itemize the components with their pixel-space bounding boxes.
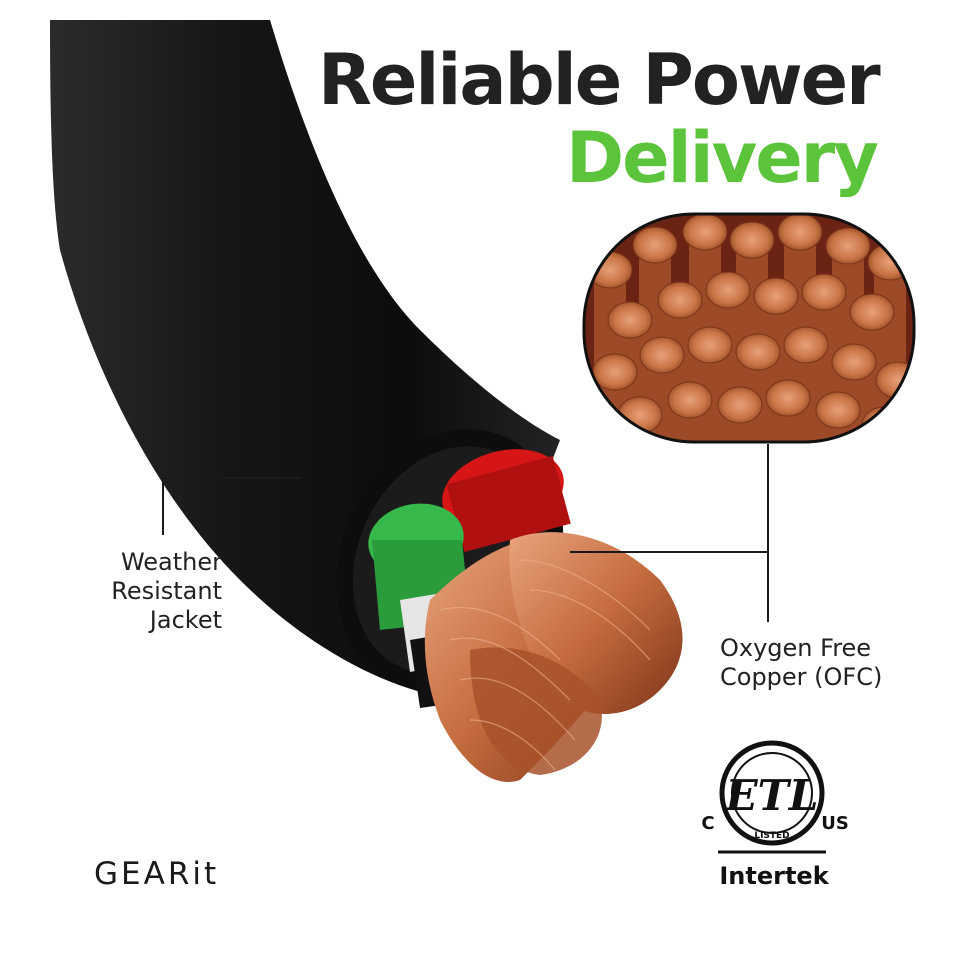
copper-strands	[424, 532, 683, 782]
copper-rod-stem	[868, 425, 900, 442]
etl-listed-text: LISTED	[754, 831, 789, 841]
certification-issuer: Intertek	[719, 862, 829, 890]
copper-rod-end	[632, 226, 678, 264]
callout-lines	[162, 444, 769, 622]
copper-rod-end	[875, 361, 914, 399]
headline-line-2: Delivery	[566, 117, 879, 199]
copper-rod-end	[831, 343, 877, 381]
callout-ofc-line: Copper (OFC)	[720, 663, 883, 691]
copper-rod-end	[861, 406, 907, 442]
etl-right-mark: US	[821, 813, 849, 834]
conductor-red	[442, 449, 571, 553]
brand-logo: GEARit	[94, 856, 220, 892]
copper-rod-end	[815, 391, 861, 429]
etl-listed-seal: ETL C US LISTED	[701, 740, 849, 854]
copper-rod-end	[753, 277, 799, 315]
callout-weather-resistant-jacket: Weather Resistant Jacket	[70, 548, 222, 635]
callout-jacket-line: Resistant	[111, 577, 222, 605]
etl-left-mark: C	[701, 813, 714, 834]
headline-line-1: Reliable Power	[318, 39, 881, 121]
copper-rod-end	[639, 336, 685, 374]
copper-rod-end	[705, 271, 751, 309]
copper-rod-end	[687, 326, 733, 364]
copper-rod-end	[607, 301, 653, 339]
copper-rod-end	[717, 386, 763, 424]
callout-oxygen-free-copper: Oxygen Free Copper (OFC)	[720, 634, 940, 692]
copper-rod-end	[777, 214, 823, 251]
copper-rod-end	[867, 243, 913, 281]
copper-rod-end	[825, 227, 871, 265]
copper-rod-end	[657, 281, 703, 319]
copper-rod-end	[729, 221, 775, 259]
copper-rod-end	[592, 353, 638, 391]
copper-zoom-inset	[582, 212, 916, 444]
copper-rod-end	[801, 273, 847, 311]
callout-jacket-line: Jacket	[149, 606, 222, 634]
copper-rod-end	[667, 381, 713, 419]
callout-jacket-line: Weather	[120, 548, 222, 576]
copper-rod-end	[765, 379, 811, 417]
copper-rod-stem	[882, 380, 914, 442]
copper-rod-end	[735, 333, 781, 371]
copper-rod-end	[783, 326, 829, 364]
copper-rod-end	[849, 293, 895, 331]
copper-rod-end	[682, 214, 728, 251]
ofc-leader-line	[570, 444, 769, 553]
etl-mark: ETL	[725, 771, 819, 820]
callout-ofc-line: Oxygen Free	[720, 634, 872, 662]
jacket-leader-line	[162, 477, 300, 535]
copper-rod-end	[587, 251, 633, 289]
